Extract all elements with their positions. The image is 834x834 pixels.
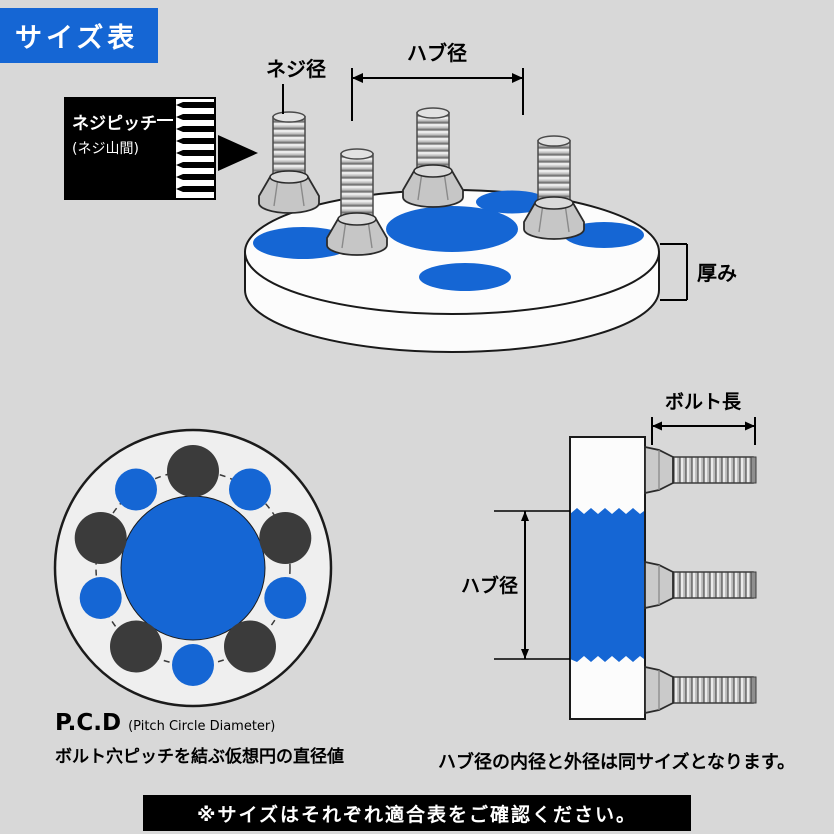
stud-top <box>416 107 450 119</box>
pcd-title: P.C.D <box>55 710 122 736</box>
thickness-label: 厚み <box>697 261 737 285</box>
hub-diameter-dimension-side <box>494 510 570 660</box>
hub-bore-section <box>570 508 644 662</box>
stud-top <box>537 135 571 147</box>
bolt-length-label: ボルト長 <box>665 391 742 413</box>
footer-note: ※サイズはそれぞれ適合表をご確認ください。 <box>197 803 637 826</box>
thickness-bracket <box>660 243 688 301</box>
side-bolt <box>644 445 757 495</box>
side-bolt <box>644 560 757 610</box>
side-bolt <box>644 665 757 715</box>
pcd-hole-dark <box>167 445 219 497</box>
pcd-hole-dark <box>259 512 312 564</box>
hub-bore <box>120 495 266 641</box>
lug-bolt <box>523 135 585 240</box>
thread-pitch-box: ネジピッチ (ネジ山間) <box>64 97 258 200</box>
bolt-hole <box>476 190 548 214</box>
spacer-side-view-diagram: ボルト長 ハブ径 <box>461 391 757 720</box>
hub-diameter-label-top: ハブ径 <box>407 41 467 65</box>
pcd-holes <box>74 445 312 686</box>
hub-diameter-label-side: ハブ径 <box>461 574 518 597</box>
thread-pitch-label-line1: ネジピッチ <box>72 114 157 134</box>
pcd-hole-blue <box>115 468 157 511</box>
thread-pitch-label-line2: (ネジ山間) <box>72 141 139 157</box>
pcd-subtitle: (Pitch Circle Diameter) <box>128 719 276 734</box>
size-table-badge: サイズ表 <box>0 8 159 63</box>
footer-note-bar: ※サイズはそれぞれ適合表をご確認ください。 <box>143 795 691 831</box>
pcd-caption-block: P.C.D (Pitch Circle Diameter) ボルト穴ピッチを結ぶ… <box>55 710 344 767</box>
pcd-hole-dark <box>224 620 276 673</box>
bolt-hole <box>419 263 511 291</box>
stud-top <box>272 111 306 123</box>
pcd-hole-dark <box>74 512 127 564</box>
size-table-badge-label: サイズ表 <box>15 23 139 54</box>
thread-profile <box>176 99 214 198</box>
pcd-hole-blue <box>264 577 307 619</box>
pcd-hole-blue <box>229 468 271 511</box>
pointer-arrow <box>218 135 258 171</box>
pcd-hole-blue <box>172 644 214 686</box>
pcd-description: ボルト穴ピッチを結ぶ仮想円の直径値 <box>55 747 344 767</box>
lug-bolt <box>326 148 388 256</box>
lug-bolt <box>258 111 320 214</box>
pcd-hole-blue <box>79 577 122 619</box>
hub-diameter-dimension <box>351 68 524 121</box>
hub-bore-hole <box>386 206 518 252</box>
thread-diameter-label: ネジ径 <box>266 57 326 81</box>
stud-top <box>340 148 374 160</box>
lug-bolt <box>402 107 464 208</box>
bolt-length-dimension <box>651 417 756 445</box>
spacer-3d-diagram: ネジ径 ハブ径 厚み ネジピッチ (ネジ山間) <box>64 41 737 353</box>
hub-size-caption: ハブ径の内径と外径は同サイズとなります。 <box>438 752 796 773</box>
pcd-hole-dark <box>110 620 162 673</box>
spacer-front-view-diagram <box>53 428 333 708</box>
